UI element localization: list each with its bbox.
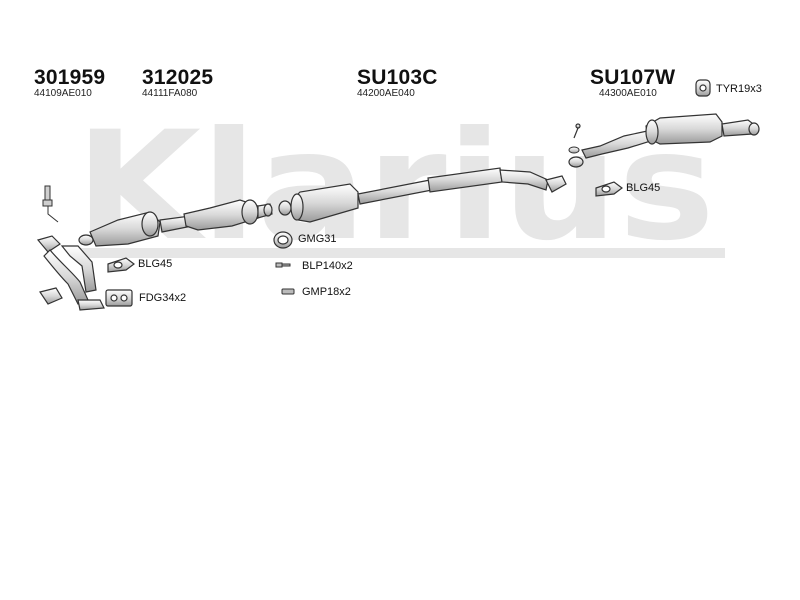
- oe-number-3: 44200AE040: [357, 88, 415, 99]
- catalytic-converter-2: [183, 199, 273, 231]
- part-number-1: 301959: [34, 66, 106, 89]
- mid-flange: [278, 200, 292, 216]
- gasket-icon-right: [595, 181, 623, 197]
- accessory-blg-right-label: BLG45: [626, 182, 661, 194]
- flange-gasket-icon: [105, 289, 133, 307]
- accessory-tyr-label: TYR19x3: [716, 83, 762, 95]
- front-downpipe: [36, 235, 105, 311]
- accessory-gmp-label: GMP18x2: [302, 286, 351, 298]
- oe-number-1: 44109AE010: [34, 88, 92, 99]
- oe-number-2: 44111FA080: [142, 88, 198, 99]
- accessory-blg-left-label: BLG45: [138, 258, 173, 270]
- oe-number-4: 44300AE010: [599, 88, 657, 99]
- bolt-icon: [275, 262, 291, 268]
- spring-icon: [281, 288, 295, 295]
- catalytic-converter-1: [89, 211, 193, 247]
- gasket-ring-icon: [273, 231, 293, 249]
- front-flange: [78, 234, 94, 246]
- rear-pipe-flange: [568, 156, 584, 168]
- centre-silencer: [290, 167, 567, 223]
- part-number-2: 312025: [142, 66, 214, 89]
- front-gasket-small: [568, 146, 580, 154]
- gasket-icon-left: [107, 257, 135, 273]
- rear-silencer: [573, 113, 760, 159]
- part-number-4: SU107W: [590, 66, 676, 89]
- accessory-blp-label: BLP140x2: [302, 260, 353, 272]
- accessory-gmg-label: GMG31: [298, 233, 337, 245]
- oxygen-sensor: [42, 185, 59, 223]
- part-number-3: SU103C: [357, 66, 438, 89]
- accessory-fdg-label: FDG34x2: [139, 292, 187, 304]
- rubber-hanger-icon: [695, 79, 711, 97]
